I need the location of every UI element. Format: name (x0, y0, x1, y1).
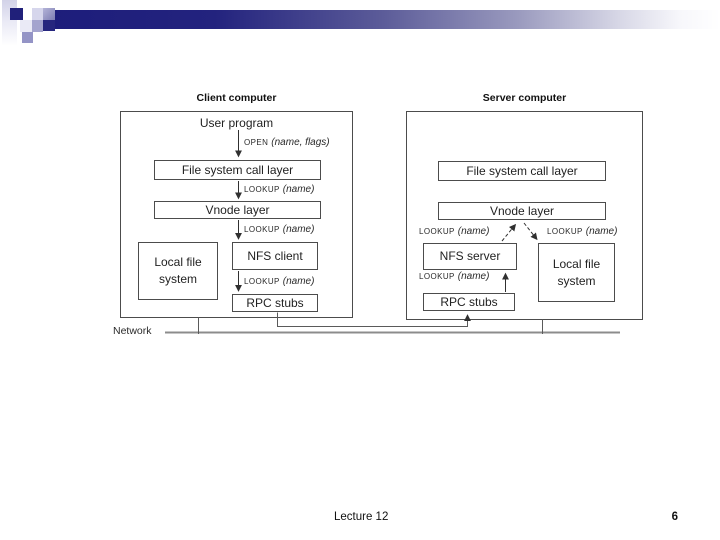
decorative-square (10, 8, 23, 20)
decorative-square (32, 20, 43, 32)
client-computer-title: Client computer (196, 92, 277, 104)
client-vnode-layer-text: Vnode layer (205, 202, 270, 217)
open-args-text: (name, flags) (271, 137, 330, 148)
lookup-op-text: LOOKUP (244, 185, 280, 194)
lookup-args-text: (name) (457, 226, 490, 237)
nfs-server-text: NFS server (439, 249, 501, 263)
client-computer-box (120, 111, 353, 318)
decorative-square (20, 20, 32, 32)
lookup-args-text: (name) (282, 276, 315, 287)
open-op-text: OPEN (244, 138, 269, 147)
decorative-square (32, 8, 43, 20)
header-gradient-bar (47, 10, 720, 29)
footer-page-number: 6 (671, 511, 678, 523)
decorative-square (43, 20, 55, 31)
nfs-server-box: NFS server (423, 243, 517, 270)
lookup-args-text: (name) (457, 271, 490, 282)
server-local-file-system-box: Local file system (538, 243, 615, 302)
nfs-client-text: NFS client (247, 248, 303, 263)
lookup-op-text: LOOKUP (419, 227, 455, 236)
client-file-system-call-layer-text: File system call layer (181, 162, 294, 177)
client-vnode-layer-box: Vnode layer (154, 201, 321, 219)
server-vnode-layer-box: Vnode layer (438, 202, 606, 220)
client-local-file-system-box: Local file system (138, 242, 218, 300)
server-lookup-label-left: LOOKUP(name) (419, 226, 489, 237)
server-lookup-label-lower: LOOKUP(name) (419, 271, 489, 282)
lookup-args-text: (name) (282, 184, 315, 195)
network-label: Network (113, 325, 152, 337)
server-lookup-label-right: LOOKUP(name) (547, 226, 617, 237)
lookup-op-text: LOOKUP (244, 225, 280, 234)
server-rpc-stubs-box: RPC stubs (423, 293, 515, 311)
open-call-label: OPEN(name, flags) (244, 137, 330, 148)
lookup-op-text: LOOKUP (244, 277, 280, 286)
server-computer-title: Server computer (482, 92, 567, 104)
server-rpc-stubs-text: RPC stubs (440, 294, 498, 309)
client-lookup-label-2: LOOKUP(name) (244, 224, 314, 235)
decorative-square (22, 32, 33, 43)
server-computer-box (406, 111, 643, 320)
lookup-op-text: LOOKUP (419, 272, 455, 281)
client-lookup-label-1: LOOKUP(name) (244, 184, 314, 195)
server-vnode-layer-text: Vnode layer (489, 203, 555, 218)
user-program-label: User program (199, 116, 274, 130)
lookup-args-text: (name) (282, 224, 315, 235)
nfs-client-box: NFS client (232, 242, 318, 270)
client-lookup-label-3: LOOKUP(name) (244, 276, 314, 287)
lookup-op-text: LOOKUP (547, 227, 583, 236)
server-file-system-call-layer-box: File system call layer (438, 161, 606, 181)
footer-lecture-title: Lecture 12 (334, 511, 389, 523)
client-local-file-system-text: Local file system (154, 255, 202, 286)
decorative-square (43, 8, 55, 20)
client-rpc-stubs-box: RPC stubs (232, 294, 318, 312)
client-file-system-call-layer-box: File system call layer (154, 160, 321, 180)
header-vertical-gradient-bar (2, 0, 17, 46)
client-rpc-stubs-text: RPC stubs (246, 295, 304, 310)
lookup-args-text: (name) (585, 226, 618, 237)
server-local-file-system-text: Local file system (552, 256, 601, 288)
server-file-system-call-layer-text: File system call layer (466, 163, 578, 178)
